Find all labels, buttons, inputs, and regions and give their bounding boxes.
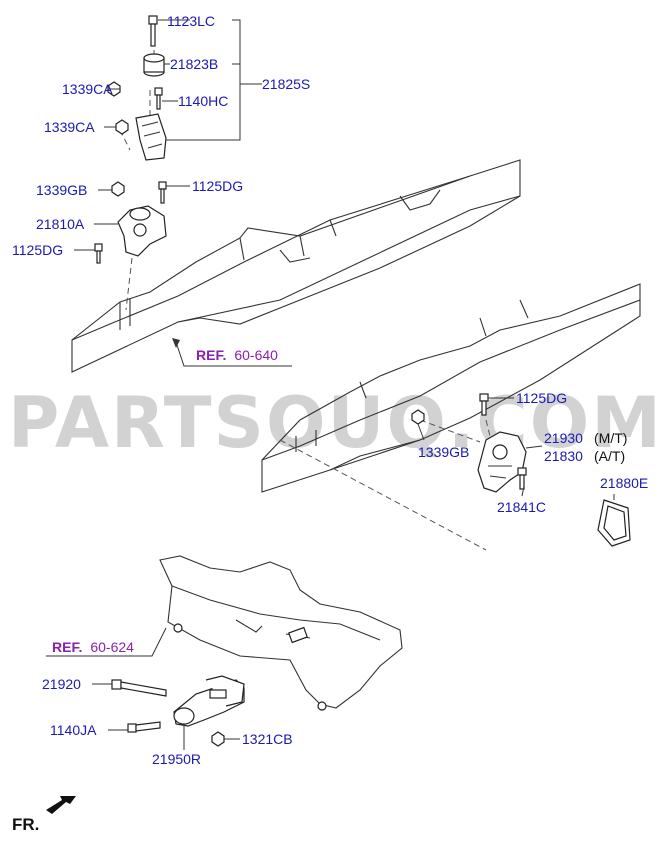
ref-60-624-key: REF. <box>52 639 82 655</box>
label-21810A[interactable]: 21810A <box>36 216 85 232</box>
label-1339CA-lower[interactable]: 1339CA <box>44 119 95 135</box>
label-21841C[interactable]: 21841C <box>497 499 546 515</box>
label-21825S[interactable]: 21825S <box>262 76 310 92</box>
ref-60-640[interactable]: REF. 60-640 <box>196 347 278 364</box>
ref-60-640-key: REF. <box>196 347 226 363</box>
label-21930[interactable]: 21930 <box>544 430 583 446</box>
label-1125DG-trans[interactable]: 1125DG <box>516 390 567 406</box>
label-1125DG-lower[interactable]: 1125DG <box>12 242 63 258</box>
front-direction-indicator: FR. <box>12 796 76 834</box>
label-1339CA-upper[interactable]: 1339CA <box>62 81 113 97</box>
label-21880E[interactable]: 21880E <box>600 475 648 491</box>
label-1125DG-upper[interactable]: 1125DG <box>192 178 243 194</box>
alignment-lines <box>119 20 491 551</box>
label-1339GB-trans[interactable]: 1339GB <box>418 444 469 460</box>
label-21823B[interactable]: 21823B <box>170 56 218 72</box>
transmission-mount-parts <box>411 393 631 547</box>
label-1140HC[interactable]: 1140HC <box>178 93 228 109</box>
label-1140JA[interactable]: 1140JA <box>50 722 97 738</box>
label-1321CB[interactable]: 1321CB <box>242 731 293 747</box>
ref-60-624[interactable]: REF. 60-624 <box>52 639 134 656</box>
leader-lines <box>46 19 615 750</box>
part-labels: 1123LC 21823B 21825S 1339CA 1140HC 1339C… <box>12 13 648 767</box>
upper-mount-parts <box>94 15 167 264</box>
ref-60-624-num: 60-624 <box>90 639 134 655</box>
ref-labels: REF. 60-640 REF. 60-624 <box>52 347 278 656</box>
sub-frame <box>159 555 403 711</box>
front-arrow-icon <box>46 796 76 814</box>
label-1339GB-upper[interactable]: 1339GB <box>36 182 87 198</box>
label-1123LC[interactable]: 1123LC <box>167 13 215 29</box>
upper-frame-rail <box>71 159 521 373</box>
label-at-suffix: (A/T) <box>594 448 625 464</box>
label-mt-suffix: (M/T) <box>594 430 627 446</box>
lower-frame-rail <box>261 283 641 493</box>
label-21950R[interactable]: 21950R <box>152 751 201 767</box>
label-21920[interactable]: 21920 <box>42 676 81 692</box>
ref-60-640-num: 60-640 <box>234 347 278 363</box>
label-21830[interactable]: 21830 <box>544 448 583 464</box>
front-label: FR. <box>12 815 39 834</box>
watermark: PARTSOUQ.COM <box>8 382 663 464</box>
roll-mount-parts <box>111 675 245 747</box>
